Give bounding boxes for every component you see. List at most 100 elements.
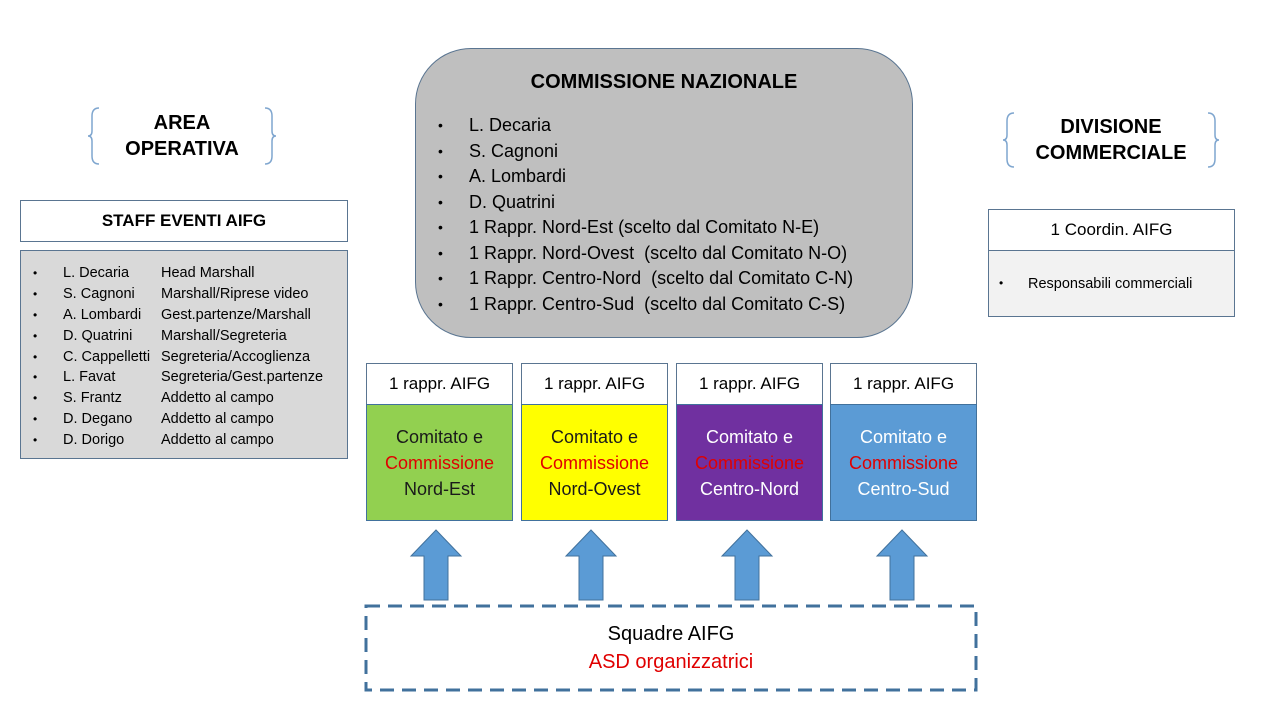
area-operativa-title: AREA OPERATIVA xyxy=(125,112,239,160)
up-arrow-icon xyxy=(409,529,463,601)
list-item: • D. Quatrini xyxy=(438,190,853,216)
bullet-icon: • xyxy=(438,244,443,261)
responsabili-list: • Responsabili commerciali xyxy=(988,250,1235,317)
staff-name: L. Decaria xyxy=(63,265,130,281)
commissione-label: Commissione xyxy=(848,452,959,473)
staff-role: Gest.partenze/Marshall xyxy=(161,306,311,323)
left-brace-icon xyxy=(1002,112,1015,168)
member-label: 1 Rappr. Centro-Sud (scelto dal Comitato… xyxy=(469,293,846,314)
divisione-commerciale-title: DIVISIONE COMMERCIALE xyxy=(1035,116,1187,164)
rappresentante-label: 1 rappr. AIFG xyxy=(521,363,668,405)
list-item: •1 Rappr. Nord-Est (scelto dal Comitato … xyxy=(438,215,853,241)
staff-name: D. Quatrini xyxy=(63,327,133,344)
staff-name: S. Cagnoni xyxy=(63,285,135,302)
list-item: • A. Lombardi xyxy=(438,164,853,190)
area-operativa-header: AREA OPERATIVA xyxy=(87,106,277,166)
member-label: 1 Rappr. Nord-Est (scelto dal Comitato N… xyxy=(469,217,820,237)
commissione-label: Commissione xyxy=(539,452,650,473)
staff-row: • A. Lombardi Gest.partenze/Marshall xyxy=(21,305,347,326)
rappresentante-label: 1 rappr. AIFG xyxy=(676,363,823,405)
divisione-commerciale-header: DIVISIONE COMMERCIALE xyxy=(1002,111,1220,169)
up-arrow-icon xyxy=(564,529,618,601)
left-brace-icon xyxy=(87,107,100,165)
staff-role: Head Marshall xyxy=(161,265,255,281)
asd-organizzatrici-label: ASD organizzatrici xyxy=(588,651,754,673)
bullet-icon: • xyxy=(33,370,38,385)
staff-role: Segreteria/Gest.partenze xyxy=(161,369,324,386)
staff-name: S. Frantz xyxy=(63,390,122,407)
up-arrow-icon xyxy=(720,529,774,601)
member-label: 1 Rappr. Nord-Ovest (scelto dal Comitato… xyxy=(469,242,848,263)
staff-row: • C. Cappelletti Segreteria/Accoglienza xyxy=(21,347,347,368)
staff-role: Marshall/Riprese video xyxy=(161,285,309,302)
squadre-title: Squadre AIFG xyxy=(607,623,735,645)
region-label: Nord-Est xyxy=(403,478,475,499)
staff-role: Segreteria/Accoglienza xyxy=(161,348,311,365)
bullet-icon: • xyxy=(438,117,443,133)
staff-role: Addetto al campo xyxy=(161,411,274,428)
member-label: S. Cagnoni xyxy=(469,140,559,161)
region-label: Nord-Ovest xyxy=(548,478,641,499)
bullet-icon: • xyxy=(33,412,38,427)
up-arrow-icon xyxy=(875,529,929,601)
bullet-icon: • xyxy=(438,142,443,159)
list-item: • S. Cagnoni xyxy=(438,139,853,165)
staff-name: C. Cappelletti xyxy=(63,348,151,365)
coordinatore-title: 1 Coordin. AIFG xyxy=(988,209,1235,251)
bullet-icon: • xyxy=(438,295,443,312)
member-label: D. Quatrini xyxy=(469,191,556,212)
list-item: • 1 Rappr. Centro-Nord (scelto dal Comita… xyxy=(438,266,853,292)
comitato-line1: Comitato e xyxy=(705,426,794,447)
list-item: • 1 Rappr. Nord-Ovest (scelto dal Comitat… xyxy=(438,241,853,267)
commissione-nazionale-title: COMMISSIONE NAZIONALE xyxy=(530,71,798,93)
staff-role: Marshall/Segreteria xyxy=(161,327,287,344)
bullet-icon: • xyxy=(33,286,38,301)
bullet-icon: • xyxy=(33,328,38,343)
bullet-icon: • xyxy=(438,168,443,184)
member-label: 1 Rappr. Centro-Nord (scelto dal Comitat… xyxy=(469,268,854,288)
list-item: • Responsabili commerciali xyxy=(999,276,1192,292)
staff-role: Addetto al campo xyxy=(161,432,274,449)
staff-eventi-title: STAFF EVENTI AIFG xyxy=(20,200,348,242)
squadre-box: Squadre AIFG ASD organizzatrici xyxy=(366,606,976,690)
bullet-icon: • xyxy=(438,270,443,286)
bullet-icon: • xyxy=(33,349,38,364)
bullet-icon: • xyxy=(438,193,443,210)
staff-row: • S. Frantz Addetto al campo xyxy=(21,388,347,409)
staff-row: • S. Cagnoni Marshall/Riprese video xyxy=(21,284,347,305)
region-label: Centro-Nord xyxy=(699,478,800,499)
right-brace-icon xyxy=(1207,112,1220,168)
staff-name: D. Degano xyxy=(63,411,133,428)
squadre-dashed-border xyxy=(364,604,978,692)
right-brace-icon xyxy=(264,107,277,165)
member-label: L. Decaria xyxy=(469,115,552,135)
comitato-line1: Comitato e xyxy=(550,426,639,447)
staff-role: Addetto al campo xyxy=(161,390,274,407)
commissione-nazionale-list: • L. Decaria • S. Cagnoni • A. Lombardi • D. Qu… xyxy=(438,113,853,317)
staff-name: D. Dorigo xyxy=(63,432,125,449)
staff-name: A. Lombardi xyxy=(63,306,142,323)
comitato-line1: Comitato e xyxy=(395,426,484,447)
staff-row: • D. Quatrini Marshall/Segreteria xyxy=(21,326,347,347)
region-label: Centro-Sud xyxy=(857,478,950,499)
bullet-icon: • xyxy=(33,266,38,280)
bullet-icon: • xyxy=(33,433,38,448)
staff-row: • L. Decaria Head Marshall xyxy=(21,263,347,284)
list-item: • 1 Rappr. Centro-Sud (scelto dal Comitat… xyxy=(438,292,853,318)
rappresentante-label: 1 rappr. AIFG xyxy=(830,363,977,405)
member-label: A. Lombardi xyxy=(469,166,567,186)
commissione-label: Commissione xyxy=(694,452,805,473)
bullet-icon: • xyxy=(33,307,38,322)
comitato-line1: Comitato e xyxy=(859,426,948,447)
bullet-icon: • xyxy=(999,276,1004,290)
bullet-icon: • xyxy=(33,391,38,406)
list-item: • L. Decaria xyxy=(438,113,853,139)
commissione-label: Commissione xyxy=(384,452,495,473)
staff-name: L. Favat xyxy=(63,369,116,386)
commissione-nazionale: COMMISSIONE NAZIONALE • L. Decaria • S. Cag… xyxy=(415,48,913,338)
responsabili-label: Responsabili commerciali xyxy=(1028,276,1193,292)
